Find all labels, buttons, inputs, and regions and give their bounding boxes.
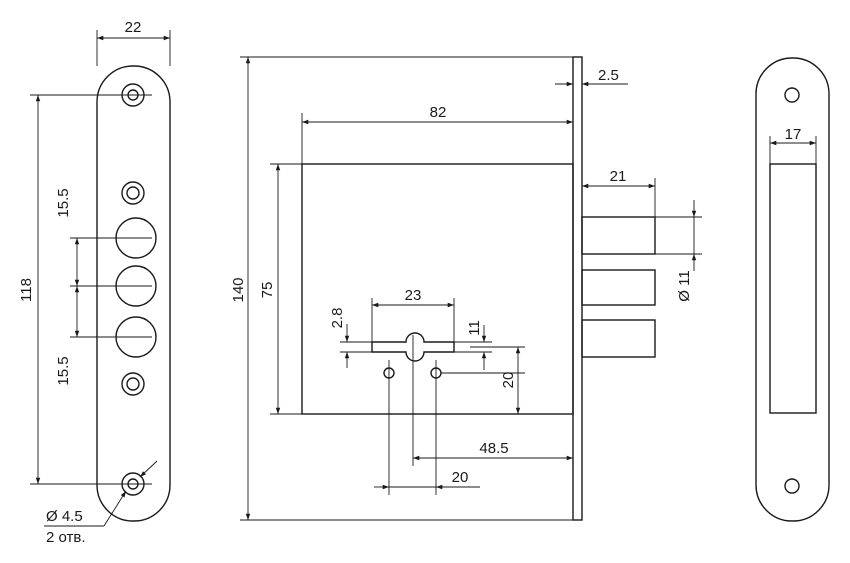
strike-opening (769, 163, 817, 414)
strike-plate-view: 17 (755, 57, 830, 522)
dim-spacing-bottom: 15.5 (55, 356, 72, 385)
dim-keyhole-width: 23 (405, 287, 422, 304)
dim-spacing-top: 15.5 (55, 188, 72, 217)
bolt-3 (581, 319, 656, 358)
front-plate-outline (96, 65, 171, 522)
dim-overall-height: 140 (230, 277, 247, 302)
lock-body-view: 140 75 82 2.5 21 Ø 11 23 (230, 56, 702, 521)
dim-hole-pitch: 118 (18, 278, 35, 302)
upper-small-hole (121, 181, 145, 205)
dim-backset: 82 (430, 104, 447, 121)
strike-bottom-hole (784, 478, 800, 494)
lock-case (301, 163, 574, 415)
bolt-1 (581, 216, 656, 255)
dim-body-height: 75 (259, 282, 276, 299)
dim-bolt-throw: 21 (610, 168, 627, 185)
dim-screw-from-face: 48.5 (479, 440, 508, 457)
dim-screw-spacing: 20 (452, 469, 469, 486)
dim-strike-opening: 17 (785, 126, 802, 143)
strike-plate-outline (755, 57, 830, 522)
dim-bolt-diameter: Ø 11 (676, 270, 693, 301)
faceplate (572, 56, 583, 521)
dim-faceplate-thickness: 2.5 (598, 67, 619, 84)
dim-hole-diameter: Ø 4.5 (46, 508, 83, 525)
dim-hole-count: 2 отв. (46, 529, 86, 546)
lower-small-hole (121, 372, 145, 396)
dim-keyhole-offset: 11 (466, 320, 483, 336)
front-plate-view: 22 118 15.5 15.5 Ø 4.5 2 отв. (18, 19, 171, 546)
bolt-2 (581, 269, 656, 306)
dim-face-width: 22 (125, 19, 142, 36)
dim-keyhole-to-screw: 20 (500, 372, 517, 389)
dim-keyhole-slot: 2.8 (329, 308, 346, 329)
strike-top-hole (784, 87, 800, 103)
